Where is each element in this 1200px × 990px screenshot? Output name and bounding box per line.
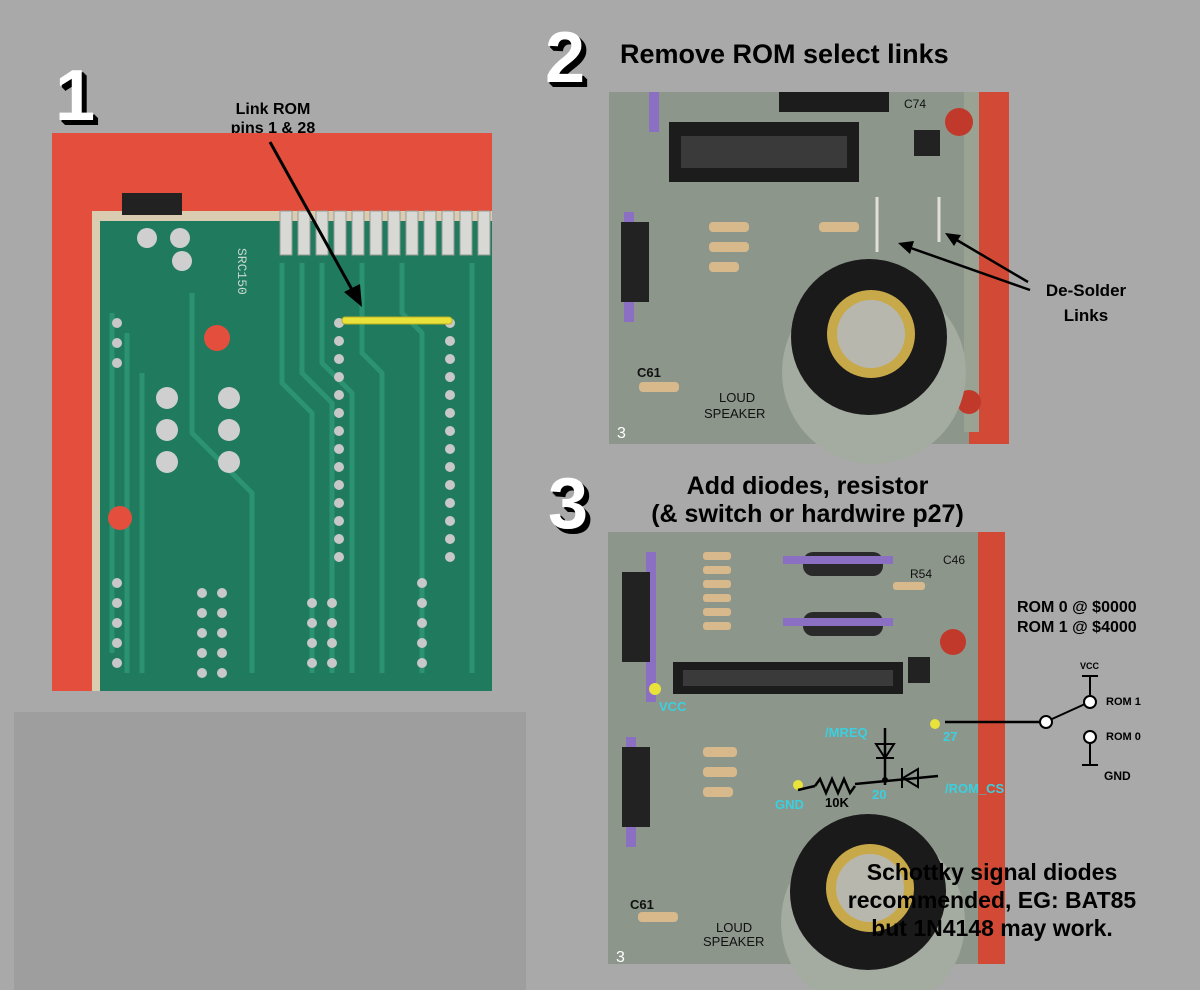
empty-panel (14, 712, 526, 990)
annotation-line-2: pins 1 & 28 (230, 120, 316, 137)
note-line-2: recommended, EG: BAT85 (847, 887, 1137, 913)
annotation-line-1: Link ROM (235, 101, 311, 118)
switch-label-rom1: ROM 1 (1106, 696, 1141, 708)
label-pin27: 27 (943, 729, 958, 744)
switch-label-rom0: ROM 0 (1106, 731, 1141, 743)
link-rom-annotation: Link ROM pins 1 & 28 (218, 100, 328, 138)
silkscreen-3: 3 (616, 949, 625, 966)
desolder-annotation: De-Solder Links (1026, 278, 1146, 328)
annotation-desolder: De-Solder (1045, 281, 1127, 300)
switch-label-vcc: VCC (1080, 661, 1100, 671)
note-line-1: Schottky signal diodes (866, 859, 1118, 885)
silkscreen-c74: C74 (904, 97, 926, 111)
pcb-photo-3: C61 LOUD SPEAKER 3 C46 R54 (608, 532, 1005, 990)
annotation-links: Links (1063, 306, 1109, 325)
step-number-1: 1 (55, 56, 96, 136)
silkscreen-speaker: SPEAKER (704, 406, 765, 421)
label-vcc-pcb: VCC (659, 699, 687, 714)
label-rom-cs: /ROM_CS (945, 781, 1005, 796)
panel3-title: Add diodes, resistor (& switch or hardwi… (610, 472, 1005, 528)
panel3-title-line-2: (& switch or hardwire p27) (651, 500, 964, 528)
step-number-3: 3 (548, 464, 589, 544)
diode-recommendation-note: Schottky signal diodes recommended, EG: … (812, 858, 1172, 942)
silkscreen-c61: C61 (637, 365, 661, 380)
silkscreen-3: 3 (617, 425, 626, 442)
step-number-2: 2 (545, 18, 586, 98)
switch-label-gnd: GND (1104, 769, 1131, 783)
rom0-address: ROM 0 @ $0000 (1017, 599, 1137, 616)
silkscreen-loud: LOUD (716, 920, 752, 935)
panel3-title-line-1: Add diodes, resistor (686, 472, 929, 500)
board-silkscreen: SRC150 (234, 248, 249, 295)
label-gnd-pcb: GND (775, 797, 804, 812)
silkscreen-loud: LOUD (719, 390, 755, 405)
note-line-3: but 1N4148 may work. (871, 915, 1113, 941)
silkscreen-speaker: SPEAKER (703, 934, 764, 949)
pcb-photo-2: C61 LOUD SPEAKER 3 C74 (609, 92, 1009, 464)
label-mreq: /MREQ (825, 725, 868, 740)
silkscreen-c46: C46 (943, 553, 965, 567)
rom1-address: ROM 1 @ $4000 (1017, 619, 1137, 636)
silkscreen-c61: C61 (630, 897, 654, 912)
silkscreen-r54: R54 (910, 567, 932, 581)
pcb-photo-1: SRC150 (52, 133, 492, 691)
label-10k: 10K (825, 795, 849, 810)
panel2-title: Remove ROM select links (620, 39, 949, 69)
label-pin20: 20 (872, 787, 887, 802)
rom-address-map: ROM 0 @ $0000 ROM 1 @ $4000 (1017, 598, 1137, 638)
